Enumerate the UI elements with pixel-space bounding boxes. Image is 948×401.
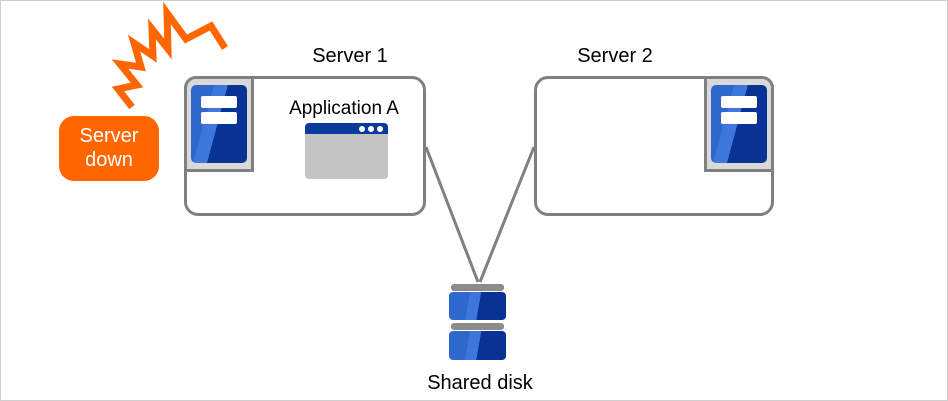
- window-body: [305, 134, 388, 179]
- application-a-label: Application A: [289, 98, 399, 119]
- server-down-badge-line2: down: [85, 149, 133, 171]
- server-tower-icon: [191, 85, 247, 163]
- server2-icon-frame: [704, 76, 774, 172]
- disk-unit: [449, 331, 506, 360]
- server-slot-bar: [721, 112, 757, 124]
- disk-unit: [449, 292, 506, 320]
- window-dot: [377, 126, 383, 132]
- server-slot-bar: [201, 112, 237, 124]
- server-down-badge-line1: Server: [79, 125, 139, 147]
- connector-server1-disk: [424, 146, 480, 283]
- window-dot: [359, 126, 365, 132]
- disk-cap: [451, 323, 504, 330]
- server-tower-icon: [711, 85, 767, 163]
- server-slot-bar: [721, 96, 757, 108]
- server2-label: Server 2: [577, 45, 653, 67]
- disk-stack-icon: [449, 284, 506, 360]
- server-slot-bar: [201, 96, 237, 108]
- server-down-badge: Server down: [59, 116, 159, 181]
- window-dot: [368, 126, 374, 132]
- shared-disk-label: Shared disk: [427, 372, 533, 394]
- window-titlebar: [305, 123, 388, 134]
- crash-bolt-icon: [111, 1, 228, 110]
- server1-icon-frame: [184, 76, 254, 172]
- connector-server2-disk: [478, 146, 536, 283]
- server1-label: Server 1: [312, 45, 388, 67]
- disk-cap: [451, 284, 504, 291]
- window-dots: [359, 126, 383, 132]
- app-window-icon: [305, 123, 388, 179]
